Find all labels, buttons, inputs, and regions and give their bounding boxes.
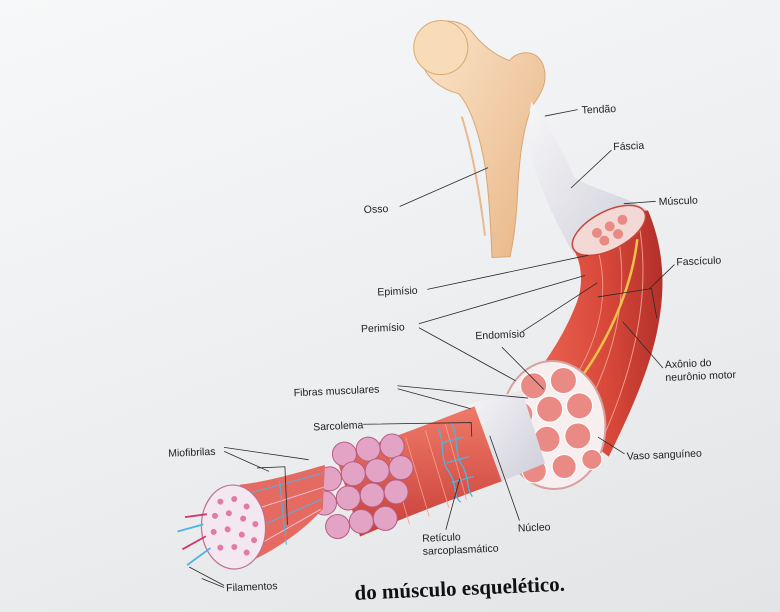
label-sarcolema: Sarcolema [313,419,364,433]
label-fasciculo: Fascículo [676,255,722,269]
label-filamentos: Filamentos [226,580,278,594]
label-reticulo-line2: sarcoplasmático [422,542,498,557]
label-vaso-sanguineo: Vaso sanguíneo [627,448,703,463]
label-miofibrilas: Miofibrilas [168,446,216,460]
label-tendao: Tendão [581,103,616,116]
label-fascia: Fáscia [613,140,645,153]
label-endomisio: Endomísio [475,328,525,342]
label-musculo: Músculo [658,194,698,208]
label-perimisio: Perimísio [361,321,405,335]
label-epimisio: Epimísio [377,285,418,299]
figure-caption: do músculo esquelético. [354,572,565,605]
label-osso: Osso [364,203,389,216]
label-axonio-line2: neurônio motor [665,369,737,384]
label-reticulo-line1: Retículo [422,531,461,545]
label-fibras-musculares: Fibras musculares [293,384,379,400]
label-nucleo: Núcleo [518,521,551,534]
label-axonio-line1: Axônio do [665,357,712,371]
